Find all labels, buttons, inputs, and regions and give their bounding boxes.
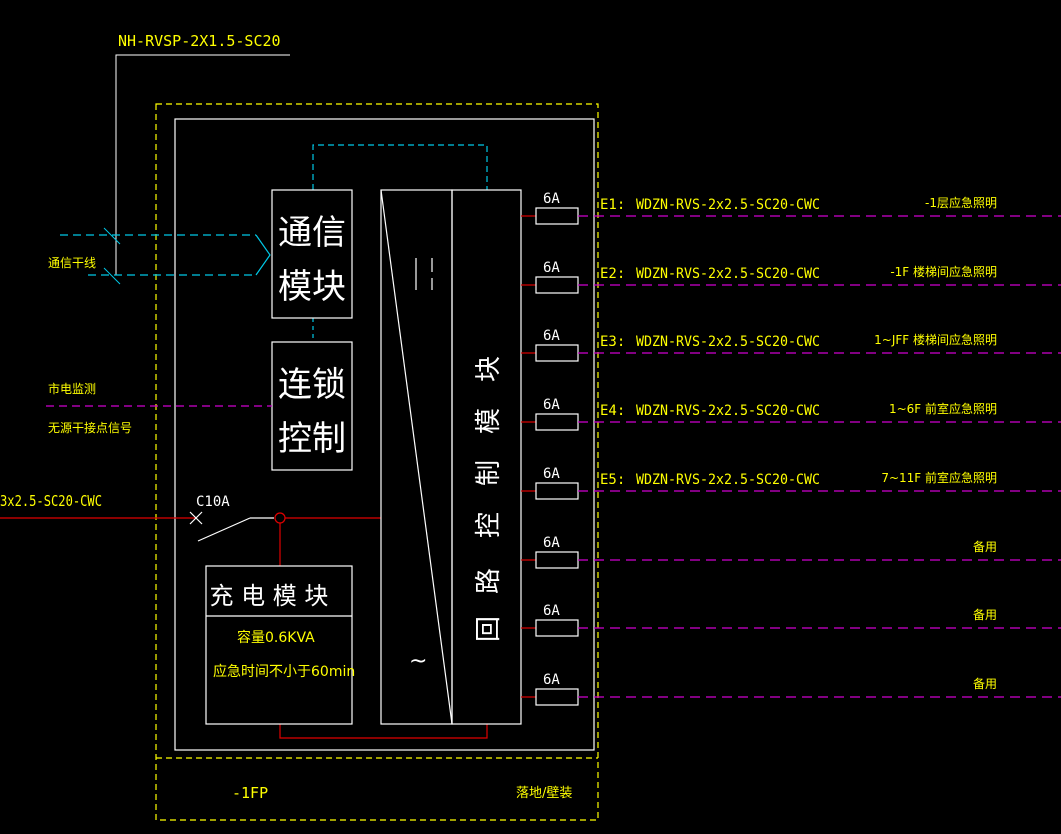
- circuit-breaker-label: 6A: [543, 328, 560, 344]
- circuit-load-label: 备用: [973, 540, 997, 554]
- circuit-cable-label: WDZN-RVS-2x2.5-SC20-CWC: [636, 334, 820, 350]
- circuit-module-char: 模: [474, 408, 504, 434]
- circuit-load-label: 备用: [973, 608, 997, 622]
- comm-trunk-tick-2: [103, 267, 121, 285]
- output-circuits: 6A E1: WDZN-RVS-2x2.5-SC20-CWC -1层应急照明 6A E2:…: [521, 191, 1061, 706]
- circuit-load-label: 备用: [973, 677, 997, 691]
- circuit-breaker-label: 6A: [543, 397, 560, 413]
- charger-module-title: 充 电 模 块: [210, 582, 329, 610]
- mains-monitor-label: 市电监测: [48, 381, 96, 396]
- circuit-row: 6A E4: WDZN-RVS-2x2.5-SC20-CWC 1~6F 前室应急照明: [521, 397, 1061, 431]
- circuit-breaker-label: 6A: [543, 466, 560, 482]
- inverter-ac-symbol: ~: [409, 649, 427, 674]
- input-breaker-label: C10A: [196, 494, 230, 510]
- breaker-x-b: [189, 511, 203, 525]
- interlock-module-line2: 控制: [278, 419, 346, 459]
- inverter-diagonal: [380, 189, 453, 725]
- breaker-switch-blade: [197, 517, 251, 542]
- comm-module-line1: 通信: [278, 213, 346, 253]
- circuit-cable-label: WDZN-RVS-2x2.5-SC20-CWC: [636, 197, 820, 213]
- circuit-cable-label: WDZN-RVS-2x2.5-SC20-CWC: [636, 266, 820, 282]
- comm-trunk-arrow: [255, 234, 271, 276]
- circuit-id-label: E2:: [600, 266, 625, 282]
- panel-id-label: -1FP: [232, 784, 268, 802]
- circuit-row: 6A E2: WDZN-RVS-2x2.5-SC20-CWC -1F 楼梯间应急照明: [521, 260, 1061, 294]
- circuit-id-label: E1:: [600, 197, 625, 213]
- circuit-module-char: 回: [474, 616, 504, 642]
- circuit-id-label: E3:: [600, 334, 625, 350]
- circuit-row: 6A E1: WDZN-RVS-2x2.5-SC20-CWC -1层应急照明: [521, 191, 1061, 225]
- mounting-label: 落地/壁装: [516, 786, 572, 801]
- charger-module-box: [205, 565, 353, 725]
- circuit-control-module-box: [451, 189, 522, 725]
- circuit-module-char: 制: [474, 460, 504, 486]
- circuit-load-label: 1~JFF 楼梯间应急照明: [874, 332, 997, 347]
- charger-time-label: 应急时间不小于60min: [213, 663, 355, 680]
- circuit-load-label: 1~6F 前室应急照明: [889, 401, 997, 416]
- circuit-load-label: -1层应急照明: [925, 195, 997, 210]
- circuit-module-char: 块: [474, 356, 504, 382]
- comm-bus-link: [312, 144, 488, 190]
- circuit-id-label: E4:: [600, 403, 625, 419]
- circuit-breaker-label: 6A: [543, 191, 560, 207]
- comm-module-box: [271, 189, 353, 319]
- circuit-breaker-label: 6A: [543, 672, 560, 688]
- circuit-breaker-label: 6A: [543, 260, 560, 276]
- header-cable-leader: [115, 54, 290, 275]
- charger-capacity-label: 容量0.6KVA: [237, 629, 315, 646]
- comm-trunk-label: 通信干线: [48, 256, 96, 270]
- circuit-row: 6A 备用: [521, 672, 1061, 706]
- input-cable-label: 3x2.5-SC20-CWC: [0, 492, 102, 510]
- header-cable-label: NH-RVSP-2X1.5-SC20: [118, 32, 281, 50]
- circuit-breaker-label: 6A: [543, 535, 560, 551]
- circuit-breaker-label: 6A: [543, 603, 560, 619]
- dry-contact-label: 无源干接点信号: [48, 420, 132, 435]
- circuit-row: 6A 备用: [521, 603, 1061, 637]
- circuit-module-char: 控: [474, 512, 504, 538]
- circuit-id-label: E5:: [600, 472, 625, 488]
- circuit-load-label: 7~11F 前室应急照明: [881, 470, 997, 485]
- comm-trunk-tick-1: [103, 227, 121, 245]
- interlock-module-line1: 连锁: [278, 365, 346, 405]
- circuit-row: 6A E3: WDZN-RVS-2x2.5-SC20-CWC 1~JFF 楼梯间应急照…: [521, 328, 1061, 362]
- circuit-row: 6A E5: WDZN-RVS-2x2.5-SC20-CWC 7~11F 前室应急照明: [521, 466, 1061, 500]
- panel-enclosure: [155, 103, 599, 821]
- comm-module-line2: 模块: [278, 267, 346, 307]
- panel-inner-frame: [174, 118, 595, 751]
- charger-return-line: [279, 724, 488, 739]
- circuit-module-char: 路: [474, 568, 504, 594]
- circuit-row: 6A 备用: [521, 535, 1061, 569]
- circuit-cable-label: WDZN-RVS-2x2.5-SC20-CWC: [636, 472, 820, 488]
- circuit-cable-label: WDZN-RVS-2x2.5-SC20-CWC: [636, 403, 820, 419]
- circuit-load-label: -1F 楼梯间应急照明: [890, 264, 997, 279]
